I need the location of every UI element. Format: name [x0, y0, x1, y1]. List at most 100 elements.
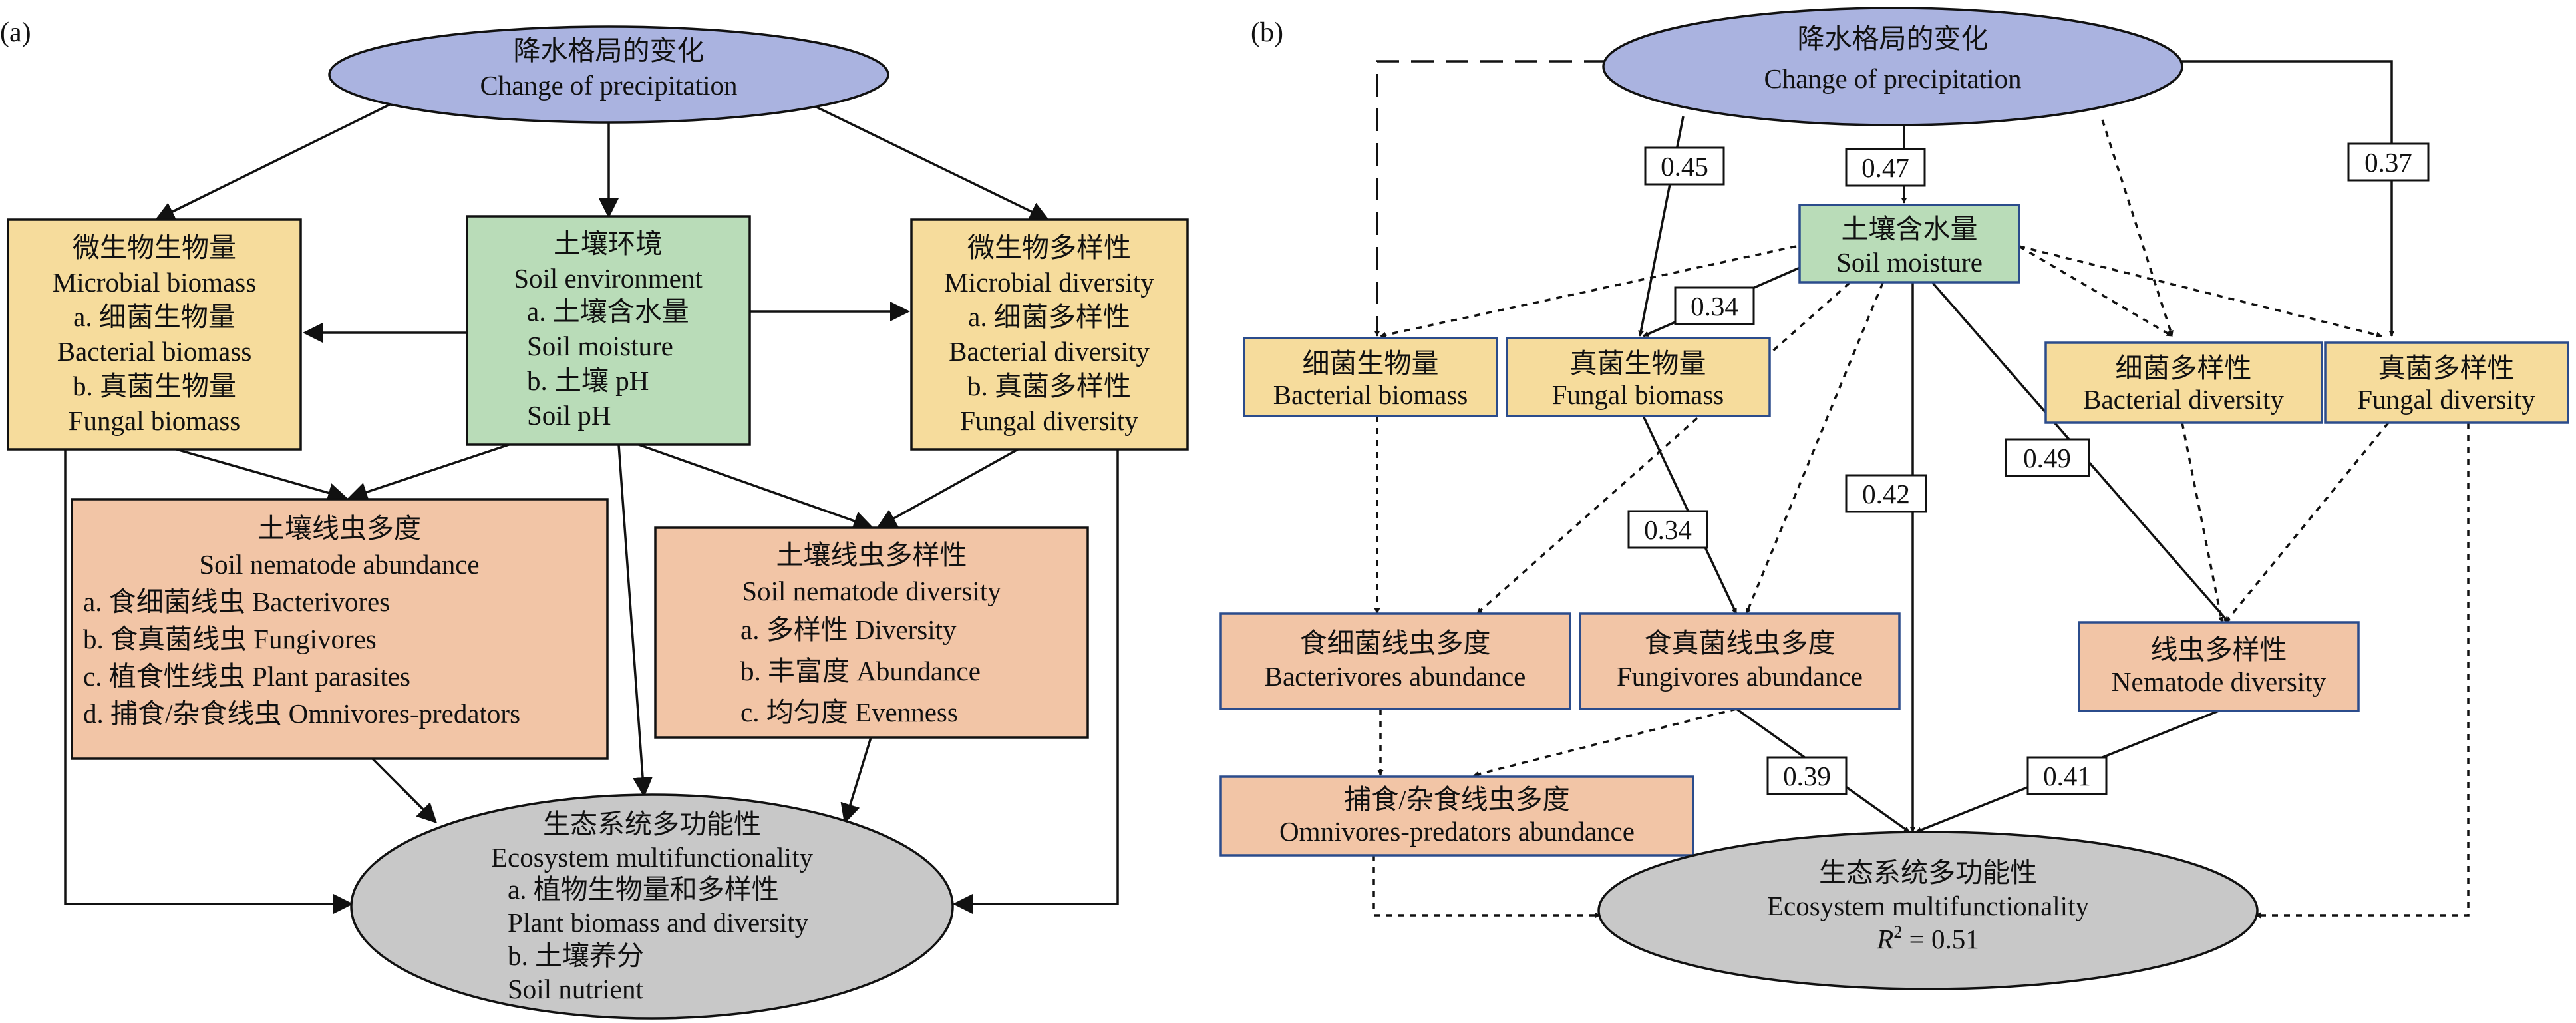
edge-moisture-bacterial-diversity [2018, 245, 2173, 337]
b-node-bacterial-biomass [1243, 337, 1498, 417]
precipitation-en: Change of precipitation [480, 70, 737, 101]
b-node-soil-moisture [1798, 204, 2020, 284]
edge-moisture-fungal-diversity [2018, 245, 2382, 338]
panel-b-label: (b) [1251, 17, 1283, 48]
b-fungal-biomass-en: Fungal biomass [1552, 379, 1724, 410]
node-ecosystem-multifunctionality [350, 793, 954, 1020]
b-precipitation-en: Change of precipitation [1764, 63, 2021, 94]
microbial-diversity-line-6: Fungal diversity [960, 405, 1138, 436]
microbial-biomass-line-1: 微生物生物量 [73, 232, 236, 263]
edge-precip-fungal-diversity [2175, 60, 2395, 337]
coef-nematode-diversity-ecosystem: 0.41 [2043, 761, 2091, 791]
b-node-precipitation [1602, 7, 2183, 126]
coef-precip-soil-moisture: 0.47 [1861, 152, 1909, 183]
b-soil-moisture-en: Soil moisture [1836, 247, 1983, 278]
microbial-diversity-line-4: Bacterial diversity [949, 336, 1150, 367]
soil-env-line-3: a. 土壤含水量 [527, 296, 689, 327]
b-bacterial-diversity-en: Bacterial diversity [2083, 384, 2284, 415]
b-bacterial-biomass-en: Bacterial biomass [1273, 379, 1468, 410]
b-omnivores-cn: 捕食/杂食线虫多度 [1344, 784, 1569, 815]
b-node-ecosystem [1597, 831, 2259, 990]
panel-b-dotted-edges [1372, 119, 2470, 919]
coef-precip-fungal-biomass: 0.45 [1661, 151, 1708, 182]
panel-a: (a) 降水格局的变化 Change of precipitation 微生物生… [0, 17, 1189, 1020]
precipitation-cn: 降水格局的变化 [514, 35, 705, 66]
node-soil-environment [466, 215, 751, 446]
panel-a-edges [64, 102, 1119, 914]
edge-precip-bacterial-diversity [2101, 119, 2174, 337]
b-bacterivores-cn: 食细菌线虫多度 [1300, 628, 1491, 658]
coef-box-moisture-ecosystem [1845, 474, 1927, 513]
coef-precip-fungal-diversity: 0.37 [2364, 147, 2412, 178]
edge-microbial-biomass-ecosystem [64, 449, 353, 914]
edge-omnivores-ecosystem [1372, 855, 1601, 919]
b-fungivores-cn: 食真菌线虫多度 [1645, 628, 1836, 658]
coef-box-moisture-nematode-diversity [2005, 438, 2090, 477]
edge-precip-microbial-diversity [808, 102, 1050, 221]
coef-box-precip-fungal-diversity [2347, 142, 2430, 182]
edge-nem-abundance-ecosystem [371, 757, 438, 824]
nematode-diversity-text: 土壤线虫多样性 Soil nematode diversity a. 多样性 D… [740, 540, 1001, 727]
soil-env-line-6: Soil pH [527, 400, 611, 431]
edge-precip-bacterial-biomass [1374, 60, 1607, 337]
node-microbial-biomass [7, 218, 302, 451]
b-node-fungivores [1579, 612, 1901, 710]
coef-box-precip-soil-moisture [1845, 148, 1926, 187]
r2-symbol: R [1876, 924, 1893, 954]
microbial-biomass-line-3: a. 细菌生物量 [73, 302, 236, 332]
nem-abundance-line-6: d. 捕食/杂食线虫 Omnivores-predators [83, 698, 520, 729]
microbial-diversity-line-2: Microbial diversity [944, 267, 1154, 298]
ecosystem-line-1: 生态系统多功能性 [543, 809, 761, 839]
microbial-diversity-text: 微生物多样性 Microbial diversity a. 细菌多样性 Bact… [944, 232, 1154, 436]
edge-moisture-bacterivores [1476, 282, 1851, 615]
b-precipitation-cn: 降水格局的变化 [1798, 23, 1989, 54]
edge-bacterial-diversity-nematode-diversity [2181, 422, 2224, 623]
nem-abundance-line-3: a. 食细菌线虫 Bacterivores [83, 586, 390, 617]
microbial-diversity-line-1: 微生物多样性 [967, 232, 1131, 263]
b-node-omnivores [1219, 775, 1694, 857]
ecosystem-line-5: b. 土壤养分 [508, 940, 644, 971]
edge-moisture-fungivores [1745, 282, 1884, 614]
microbial-diversity-line-5: b. 真菌多样性 [967, 371, 1131, 401]
b-bacterial-diversity-cn: 细菌多样性 [2116, 353, 2252, 383]
b-bacterivores-en: Bacterivores abundance [1265, 661, 1526, 692]
b-node-fungal-biomass [1506, 337, 1771, 417]
microbial-biomass-line-6: Fungal biomass [69, 405, 241, 436]
soil-env-line-1: 土壤环境 [554, 228, 663, 259]
path-coefficients: 0.45 0.47 0.37 0.34 0.34 0.42 0.49 0.39 … [1627, 142, 2430, 795]
b-node-nematode-diversity [2078, 621, 2360, 712]
nem-diversity-line-1: 土壤线虫多样性 [776, 540, 967, 570]
nematode-abundance-text: 土壤线虫多度 Soil nematode abundance a. 食细菌线虫 … [83, 513, 520, 729]
edge-microbial-biomass-nem-abundance [176, 448, 348, 503]
node-nematode-abundance [71, 498, 609, 760]
edge-nem-diversity-ecosystem [840, 735, 873, 824]
microbial-biomass-line-2: Microbial biomass [53, 267, 256, 298]
b-bacterial-biomass-cn: 细菌生物量 [1303, 348, 1439, 379]
coef-moisture-ecosystem: 0.42 [1862, 479, 1910, 509]
b-fungal-diversity-en: Fungal diversity [2357, 384, 2535, 415]
edge-soil-env-ecosystem [617, 444, 653, 797]
node-microbial-diversity [910, 218, 1189, 451]
b-ecosystem-r2: R2 = 0.51 [1876, 922, 1979, 954]
coef-box-fungivores-ecosystem [1766, 756, 1848, 795]
microbial-biomass-text: 微生物生物量 Microbial biomass a. 细菌生物量 Bacter… [53, 232, 256, 436]
microbial-biomass-line-5: b. 真菌生物量 [73, 371, 236, 401]
edge-microbial-diversity-nem-diversity [876, 448, 1019, 528]
ecosystem-text: 生态系统多功能性 Ecosystem multifunctionality a.… [491, 809, 813, 1004]
coef-moisture-nematode-diversity: 0.49 [2023, 443, 2071, 473]
b-node-fungal-diversity [2324, 341, 2569, 424]
b-omnivores-en: Omnivores-predators abundance [1279, 816, 1635, 847]
b-nematode-diversity-cn: 线虫多样性 [2151, 634, 2287, 665]
soil-environment-text: 土壤环境 Soil environment a. 土壤含水量 Soil mois… [514, 228, 703, 431]
b-ecosystem-cn: 生态系统多功能性 [1819, 857, 2037, 888]
b-node-bacterial-diversity [2044, 341, 2323, 424]
b-fungal-biomass-cn: 真菌生物量 [1570, 348, 1706, 379]
node-nematode-diversity [654, 526, 1089, 739]
b-soil-moisture-cn: 土壤含水量 [1842, 214, 1978, 244]
nem-abundance-line-1: 土壤线虫多度 [257, 513, 421, 544]
coef-box-fungal-biomass-fungivores [1627, 510, 1708, 549]
b-ecosystem-en: Ecosystem multifunctionality [1767, 891, 2089, 921]
coef-fungivores-ecosystem: 0.39 [1783, 761, 1831, 791]
edge-microbial-diversity-ecosystem [953, 449, 1119, 914]
